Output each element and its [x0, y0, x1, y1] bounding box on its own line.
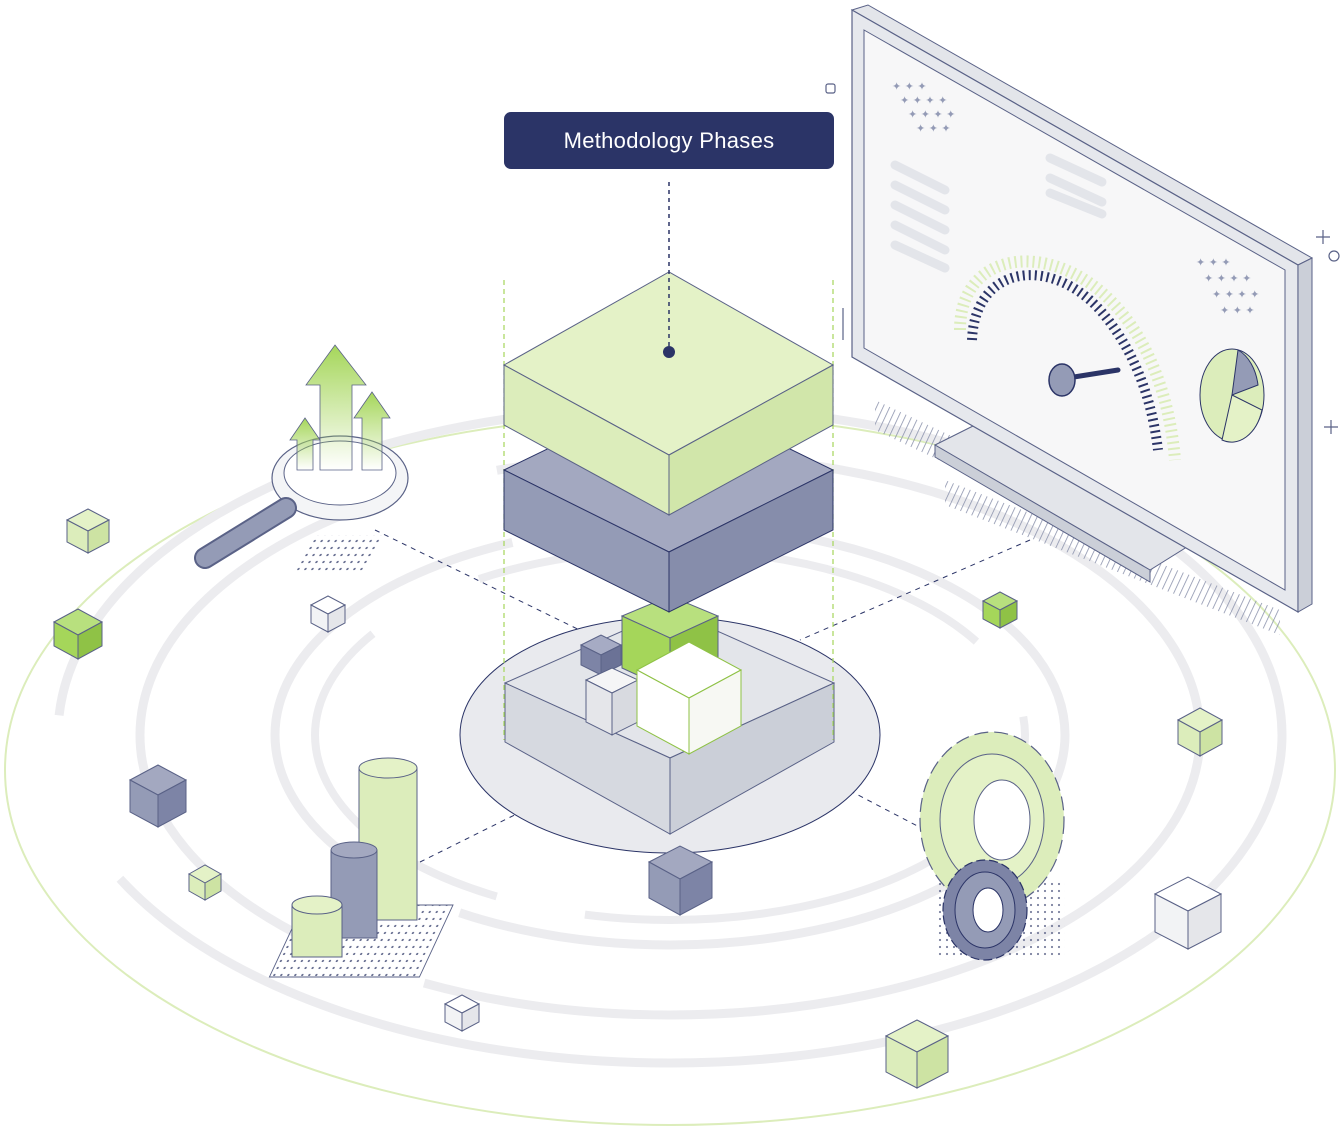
monitor-dashboard-icon: ✦ ✦ ✦✦ ✦ ✦ ✦✦ ✦ ✦ ✦✦ ✦ ✦ ✦ ✦ ✦✦ ✦ ✦ ✦✦ ✦…: [850, 4, 1314, 635]
cube: [309, 595, 347, 633]
cube: [647, 845, 714, 916]
cube: [52, 608, 104, 660]
gear-icon: [919, 731, 1065, 961]
dashboard-sparkles: ✦ ✦ ✦✦ ✦ ✦ ✦✦ ✦ ✦ ✦✦ ✦ ✦ ✦ ✦ ✦✦ ✦ ✦ ✦✦ ✦…: [892, 80, 1259, 317]
layer-green: [502, 271, 835, 516]
cube: [1153, 876, 1223, 950]
svg-text:✦ ✦ ✦ ✦: ✦ ✦ ✦ ✦: [1212, 288, 1259, 301]
cube: [187, 864, 223, 901]
decorations: [825, 83, 1340, 434]
dashboard-text-lines: [890, 153, 1107, 273]
methodology-phases-label: Methodology Phases: [504, 112, 834, 169]
pie-chart-icon: [1199, 348, 1265, 443]
svg-text:✦ ✦ ✦: ✦ ✦ ✦: [1196, 256, 1231, 269]
label-pointer: [663, 182, 675, 358]
cube: [128, 764, 188, 828]
floating-cubes: [52, 508, 1224, 1089]
cube: [443, 994, 481, 1032]
cube: [981, 591, 1019, 629]
cube: [65, 508, 111, 554]
svg-text:✦ ✦ ✦ ✦: ✦ ✦ ✦ ✦: [908, 108, 955, 121]
bar-chart-icon: [268, 757, 454, 978]
svg-text:✦ ✦ ✦: ✦ ✦ ✦: [892, 80, 927, 93]
svg-text:✦ ✦ ✦: ✦ ✦ ✦: [916, 122, 951, 135]
growth-arrows-icon: [289, 344, 391, 471]
gauge-icon: [954, 255, 1181, 461]
platform-cubes: [579, 595, 743, 755]
svg-text:✦ ✦ ✦: ✦ ✦ ✦: [1220, 304, 1255, 317]
svg-text:✦ ✦ ✦ ✦: ✦ ✦ ✦ ✦: [1204, 272, 1251, 285]
cube: [884, 1019, 950, 1089]
svg-text:✦ ✦ ✦ ✦: ✦ ✦ ✦ ✦: [900, 94, 947, 107]
cube: [1176, 707, 1224, 757]
